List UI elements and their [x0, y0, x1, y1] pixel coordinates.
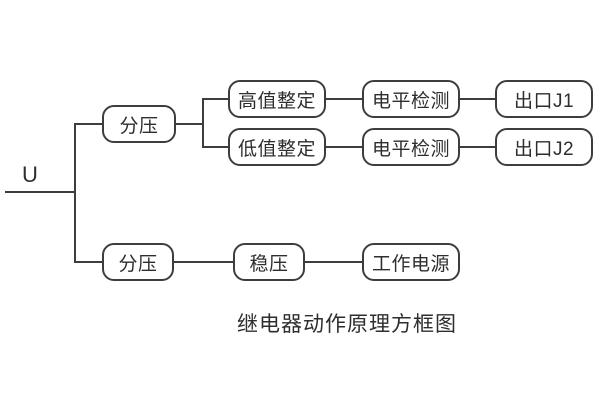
connector-split-vertical: [202, 98, 204, 148]
connector-trunk-vertical: [74, 123, 76, 263]
connector-divider-to-regulator: [174, 261, 233, 263]
connector-trunk-to-divider-upper: [74, 123, 102, 125]
connector-high-to-level1: [326, 98, 362, 100]
node-voltage-divider-upper: 分压: [102, 105, 176, 143]
node-level-detection-1: 电平检测: [362, 80, 460, 118]
node-output-j2: 出口J2: [495, 128, 593, 166]
connector-level1-to-output-j1: [460, 98, 495, 100]
connector-divider-to-split: [176, 123, 203, 125]
node-voltage-divider-lower: 分压: [102, 243, 174, 281]
input-voltage-label: U: [22, 162, 38, 187]
connector-split-to-low-setting: [202, 146, 228, 148]
connector-split-to-high-setting: [202, 98, 228, 100]
node-level-detection-2: 电平检测: [362, 128, 460, 166]
node-low-value-setting: 低值整定: [228, 128, 326, 166]
diagram-caption: 继电器动作原理方框图: [237, 313, 457, 336]
connector-level2-to-output-j2: [460, 146, 495, 148]
node-working-power-supply: 工作电源: [362, 243, 460, 281]
node-high-value-setting: 高值整定: [228, 80, 326, 118]
node-output-j1: 出口J1: [495, 80, 593, 118]
connector-regulator-to-power: [304, 261, 362, 263]
node-voltage-regulator: 稳压: [233, 243, 305, 281]
connector-input-baseline: [5, 191, 75, 193]
connector-low-to-level2: [326, 146, 362, 148]
connector-trunk-to-divider-lower: [74, 261, 102, 263]
